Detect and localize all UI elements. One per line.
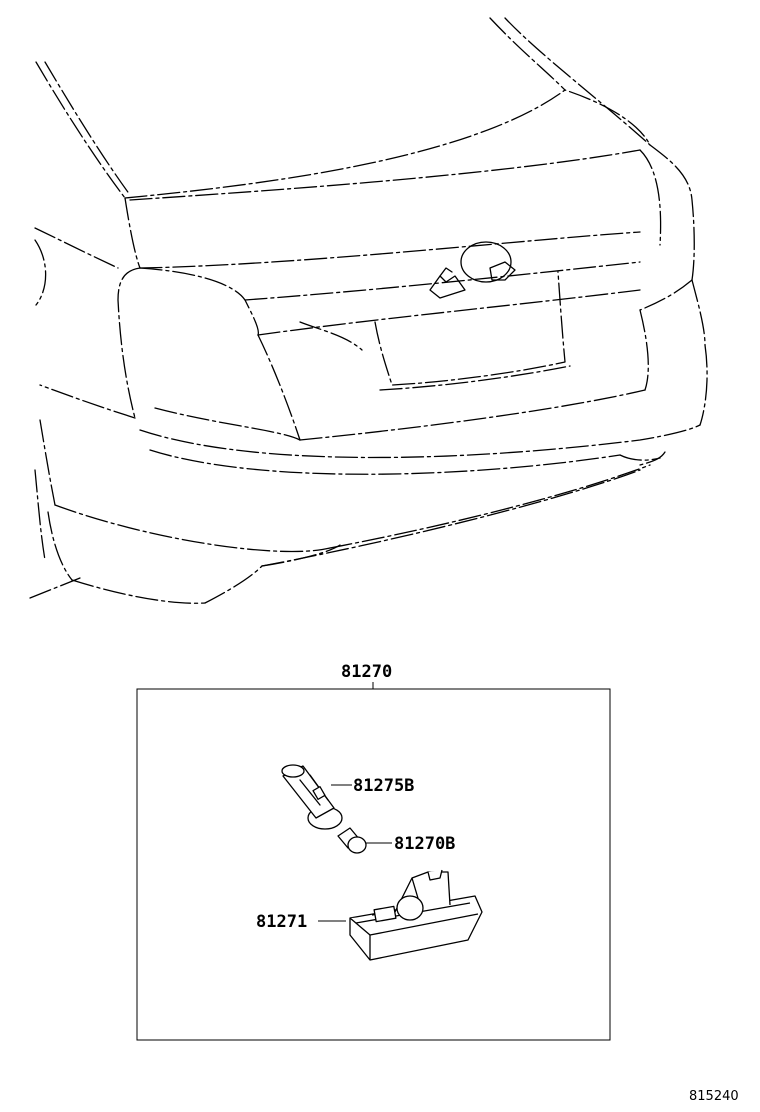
part-label-81275b: 81275B — [353, 776, 414, 796]
part-label-81270b: 81270B — [394, 834, 455, 854]
part-label-81271: 81271 — [256, 912, 307, 932]
lamp-socket-icon — [281, 764, 343, 830]
vehicle-rear-outline — [29, 17, 708, 604]
illustration-code: 815240 — [689, 1089, 739, 1104]
assembly-label: 81270 — [341, 662, 392, 682]
trunk-emblem-handle-icon — [429, 241, 516, 299]
lamp-lens-housing-icon — [349, 869, 483, 961]
bulb-icon — [337, 827, 367, 854]
assembly-box — [136, 688, 611, 1041]
assembly-group: 81270 — [136, 662, 611, 1041]
